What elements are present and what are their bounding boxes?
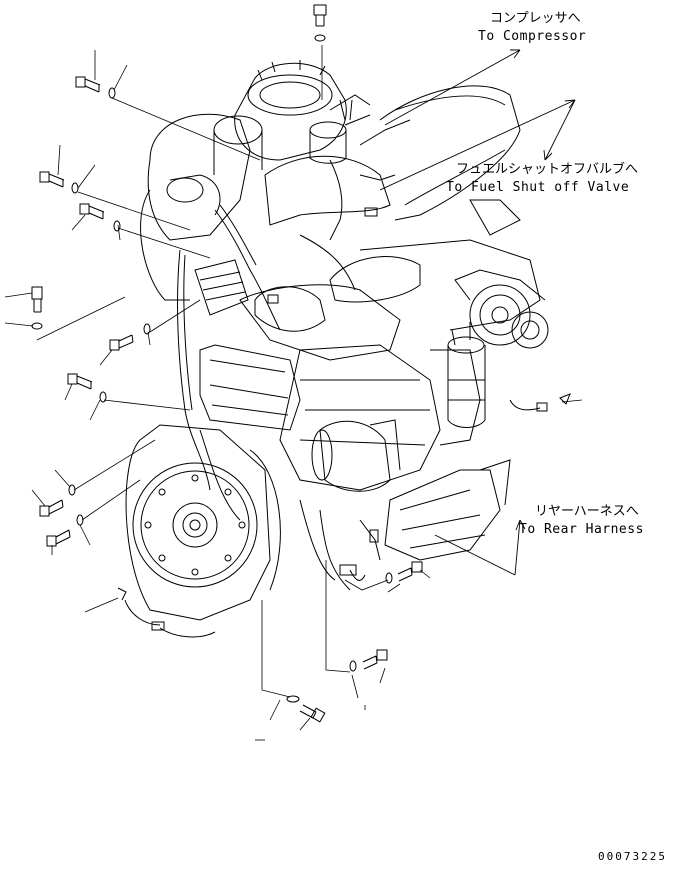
bolt-left-7 <box>40 485 75 516</box>
ecu-connector-block <box>195 260 248 315</box>
callout-arrows <box>380 50 575 575</box>
flywheel-housing <box>126 425 280 620</box>
bolts-and-washers <box>32 5 422 722</box>
engine-block <box>200 240 540 490</box>
fuel-valve-arrow <box>380 100 575 190</box>
bolt-left-2 <box>40 172 78 193</box>
bolt-left-6 <box>68 374 106 402</box>
wiring-harness <box>125 120 540 637</box>
fuel-valve-label-jp: フュエルシャットオフバルブへ <box>456 162 639 177</box>
bolt-bottom-3 <box>386 562 422 583</box>
bolt-left-4 <box>32 287 42 329</box>
bolt-bottom-2 <box>350 650 387 671</box>
compressor-label-en: To Compressor <box>478 29 587 44</box>
flywheel-bolts <box>145 475 245 575</box>
bolt-left-5 <box>110 324 150 350</box>
oil-filter-cap <box>310 100 352 163</box>
bolt-left-3 <box>80 204 120 231</box>
rear-harness-arrow <box>435 535 515 575</box>
compressor-arrow <box>385 50 520 125</box>
starter-motor <box>312 420 400 491</box>
turbocharger <box>235 60 370 160</box>
fuel-filter <box>448 322 485 428</box>
leader-lines <box>5 45 582 740</box>
bolt-top <box>314 5 326 41</box>
drawing-number: 00073225 <box>598 850 667 863</box>
rear-harness-label-jp: リヤーハーネスへ <box>535 504 639 519</box>
bolt-left-8 <box>47 515 83 546</box>
compressor-label-jp: コンプレッサへ <box>490 11 581 26</box>
rear-harness-label-en: To Rear Harness <box>519 522 644 537</box>
harness-connectors <box>118 208 570 630</box>
fuel-valve-label-en: To Fuel Shut off Valve <box>446 180 630 195</box>
bolt-left-1 <box>76 77 115 98</box>
air-cleaner-intake <box>141 114 262 300</box>
intake-pipe <box>265 86 520 235</box>
alternator <box>455 270 548 348</box>
bolt-bottom-1 <box>287 696 325 722</box>
